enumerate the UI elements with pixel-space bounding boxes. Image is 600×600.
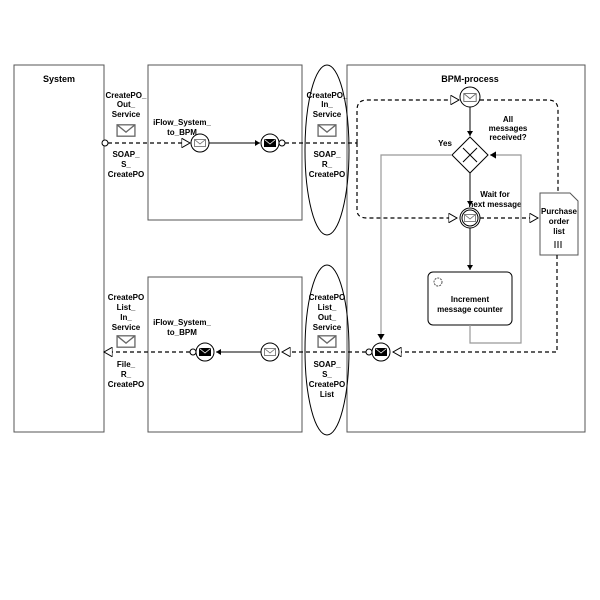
loop-dashed-right — [480, 99, 559, 193]
list-in-channel-label: File_R_CreatePO — [108, 360, 144, 389]
in-service-ellipse — [304, 64, 350, 236]
system-title: System — [43, 74, 75, 84]
bpm-title: BPM-process — [441, 74, 499, 84]
out-channel-label: SOAP_S_CreatePO — [108, 150, 144, 179]
envelope-icon — [464, 214, 476, 222]
yes-label: Yes — [438, 139, 452, 148]
port-icon — [101, 139, 109, 147]
out-service-label: CreatePO_Out_Service — [106, 91, 147, 119]
system-pool — [13, 64, 105, 433]
port-icon — [278, 139, 286, 147]
inner-ring-icon — [461, 209, 479, 227]
envelope-icon — [317, 124, 337, 137]
collection-marker-icon — [554, 241, 562, 248]
loop-dashed-bottom — [356, 143, 457, 218]
iflow-top-label: iFlow_System_to_BPM — [153, 118, 211, 137]
envelope-icon — [116, 335, 136, 348]
purchase-order-list-document — [539, 192, 579, 256]
envelope-icon — [317, 335, 337, 348]
gear-icon — [433, 277, 443, 287]
loop-dashed-top — [356, 100, 459, 143]
envelope-filled-icon — [264, 139, 276, 147]
iflow-bottom-label: iFlow_System_to_BPM — [153, 318, 211, 337]
data-association-out — [393, 255, 558, 352]
in-service-label: CreatePO_In_Service — [307, 91, 348, 119]
x-mark-icon — [462, 147, 478, 163]
loop-back-flow — [469, 151, 522, 344]
envelope-filled-icon — [199, 348, 211, 356]
envelope-icon — [264, 348, 276, 356]
port-icon — [365, 348, 373, 356]
envelope-filled-icon — [375, 348, 387, 356]
yes-flow — [377, 154, 452, 340]
port-icon — [189, 348, 197, 356]
in-channel-label: SOAP_R_CreatePO — [309, 150, 345, 179]
out-service-ellipse — [304, 264, 350, 436]
envelope-icon — [194, 139, 206, 147]
envelope-icon — [116, 124, 136, 137]
envelope-icon — [463, 93, 477, 102]
